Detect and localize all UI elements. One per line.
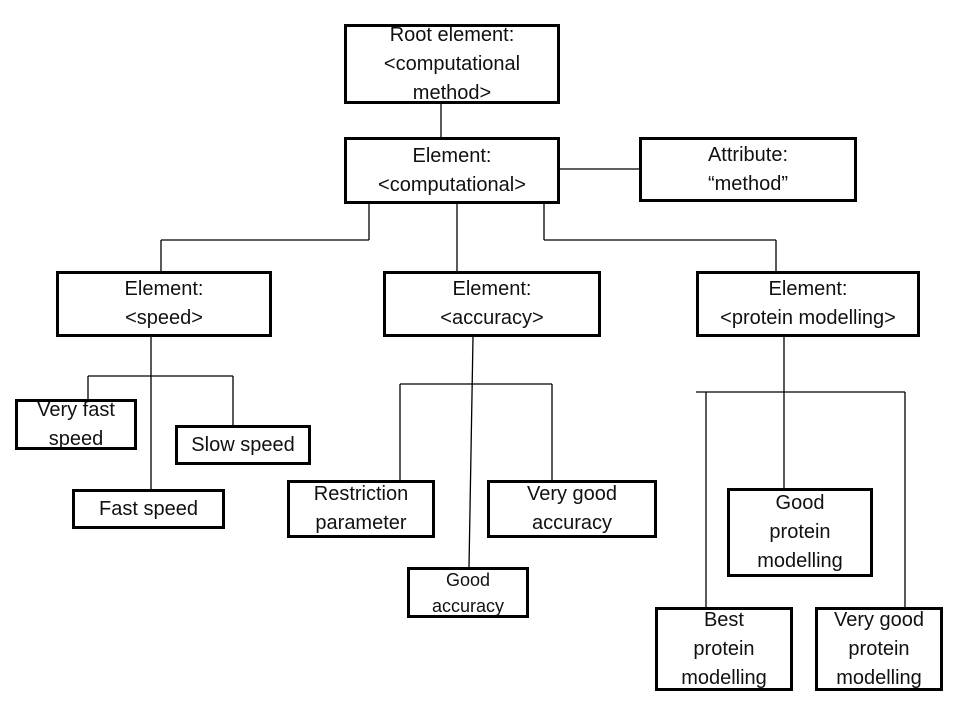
computational-element-node: Element: <computational> [344,137,560,204]
very-good-accuracy-node: Very good accuracy [487,480,657,538]
slow-speed-node: Slow speed [175,425,311,465]
protein-modelling-element-node: Element: <protein modelling> [696,271,920,337]
speed-element-node: Element: <speed> [56,271,272,337]
very-good-protein-modelling-node: Very good protein modelling [815,607,943,691]
best-protein-modelling-node: Best protein modelling [655,607,793,691]
root-element-node: Root element: <computational method> [344,24,560,104]
method-attribute-node: Attribute: “method” [639,137,857,202]
connector-accuracy-trunk [468,336,474,568]
very-fast-speed-node: Very fast speed [15,399,137,450]
good-accuracy-node: Good accuracy [407,567,529,618]
accuracy-element-node: Element: <accuracy> [383,271,601,337]
fast-speed-node: Fast speed [72,489,225,529]
good-protein-modelling-node: Good protein modelling [727,488,873,577]
restriction-parameter-node: Restriction parameter [287,480,435,538]
